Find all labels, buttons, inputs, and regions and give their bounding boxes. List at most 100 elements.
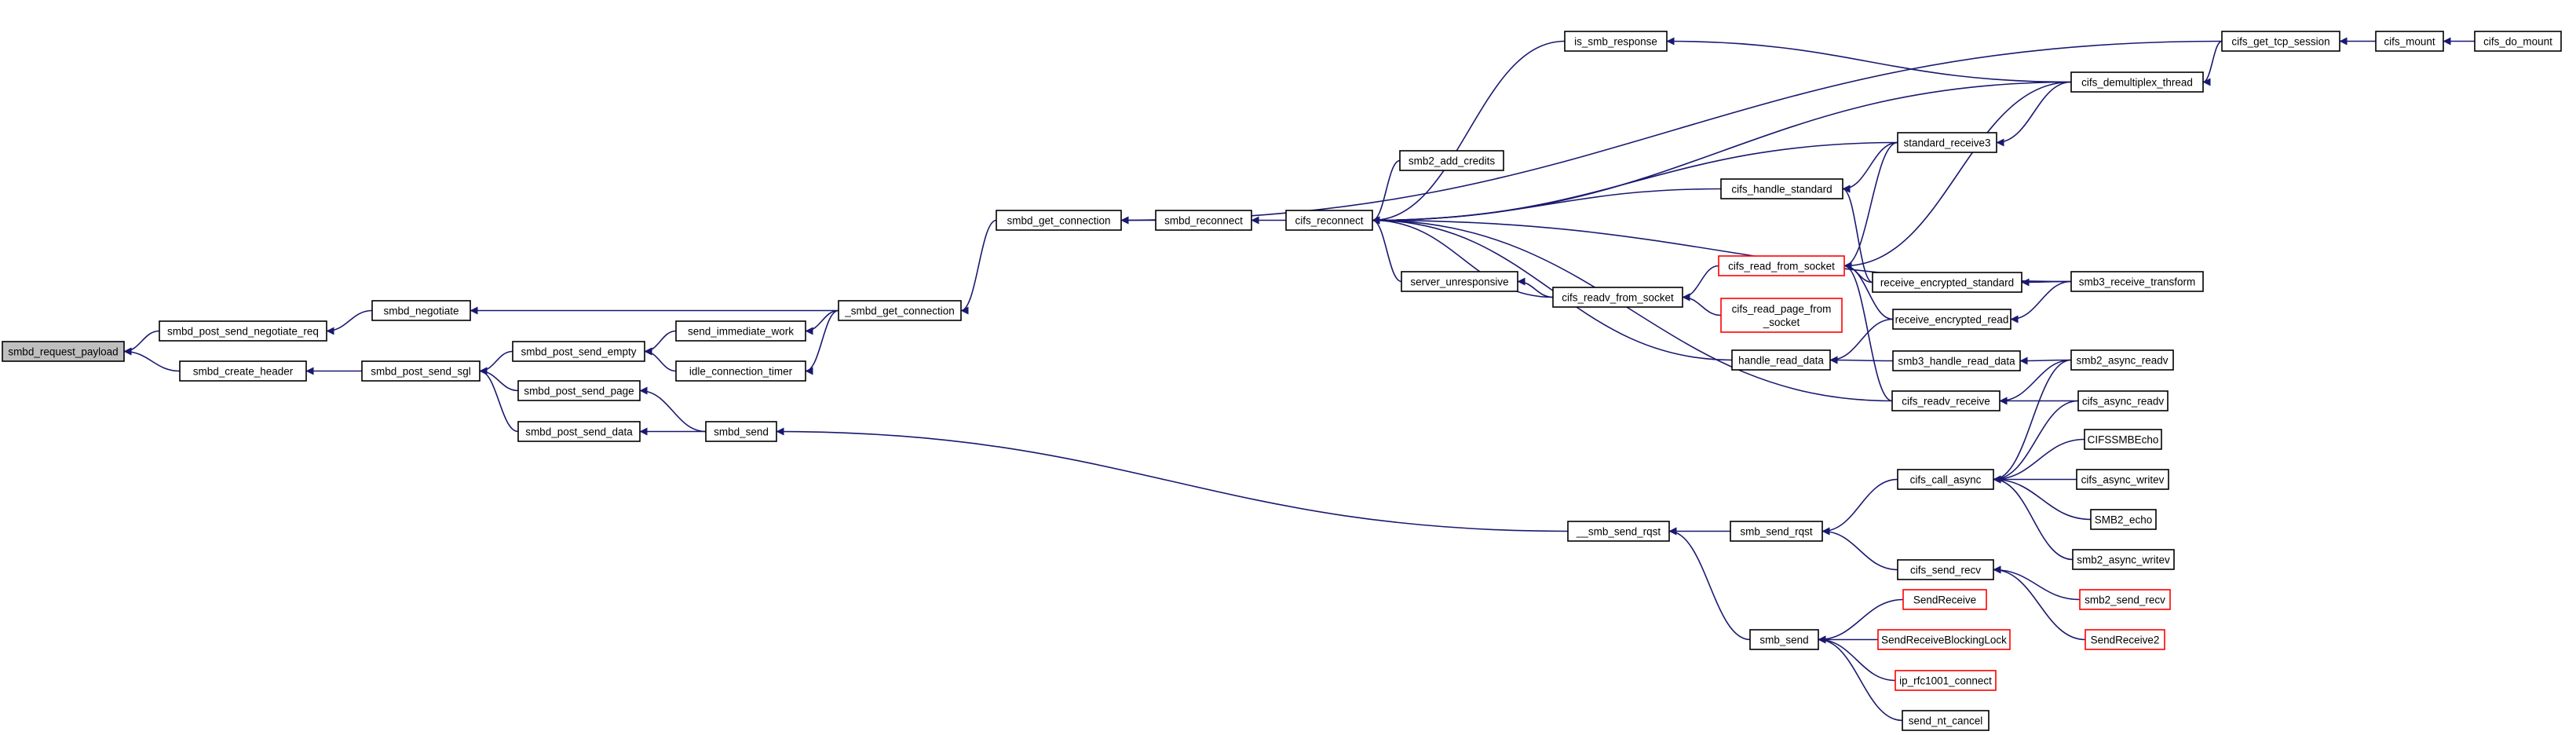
- node-cifs_reconnect[interactable]: cifs_reconnect: [1285, 210, 1373, 231]
- edge-SMB2_echo-to-cifs_call_async: [1993, 475, 2092, 521]
- node-label: SendReceive2: [2091, 634, 2160, 646]
- node-handle_read_data[interactable]: handle_read_data: [1731, 349, 1831, 371]
- node-box: [1718, 255, 1845, 276]
- node-smbd_post_send_empty[interactable]: smbd_post_send_empty: [512, 341, 645, 362]
- node-label: smb2_async_writev: [2077, 554, 2170, 566]
- edge-__smb_send_rqst-to-smbd_send: [776, 427, 1569, 532]
- edge-cifs_handle_standard-to-cifs_reconnect: [1372, 188, 1722, 225]
- edge-smbd_post_send_data-to-smbd_post_send_sgl: [479, 367, 519, 433]
- node-box: [1720, 178, 1843, 199]
- node-_smbd_get_connection[interactable]: _smbd_get_connection: [838, 300, 962, 321]
- node-label: CIFSSMBEcho: [2088, 434, 2159, 446]
- node-send_nt_cancel[interactable]: send_nt_cancel: [1902, 710, 1990, 731]
- node-smbd_create_header[interactable]: smbd_create_header: [179, 360, 307, 382]
- node-smb_send_rqst[interactable]: smb_send_rqst: [1730, 521, 1823, 542]
- node-smbd_post_send_data[interactable]: smbd_post_send_data: [517, 421, 641, 442]
- node-box: [1897, 559, 1994, 580]
- edge-receive_encrypted_standard-to-cifs_handle_standard: [1842, 185, 1873, 283]
- edge-standard_receive3-to-cifs_read_from_socket: [1843, 141, 1898, 270]
- node-box: [1892, 350, 2021, 371]
- node-label: smbd_post_send_page: [524, 386, 634, 397]
- node-cifs_do_mount[interactable]: cifs_do_mount: [2474, 31, 2562, 52]
- node-box: [1567, 521, 1670, 542]
- node-box: [996, 210, 1122, 231]
- node-label: __smb_send_rqst: [1576, 526, 1661, 538]
- node-SendReceive2[interactable]: SendReceive2: [2085, 629, 2165, 650]
- edge-cifs_demultiplex_thread-to-is_smb_response: [1666, 37, 2072, 83]
- edge-smbd_post_send_empty-to-smbd_post_send_sgl: [479, 350, 513, 375]
- node-label: send_nt_cancel: [1909, 715, 1983, 727]
- node-cifs_readv_receive[interactable]: cifs_readv_receive: [1891, 390, 2001, 411]
- edge-smb3_handle_read_data-to-handle_read_data: [1829, 356, 1894, 364]
- node-CIFSSMBEcho[interactable]: CIFSSMBEcho: [2084, 429, 2162, 450]
- node-label: cifs_async_readv: [2082, 396, 2165, 408]
- node-SMB2_echo[interactable]: SMB2_echo: [2090, 509, 2157, 530]
- node-smb3_receive_transform[interactable]: smb3_receive_transform: [2070, 271, 2204, 292]
- node-cifs_read_page_from_socket[interactable]: cifs_read_page_from_socket: [1720, 298, 1843, 333]
- node-box: [2, 341, 125, 362]
- node-label: receive_encrypted_standard: [1880, 277, 2014, 289]
- node-box: [2375, 31, 2444, 52]
- edge-cifs_send_recv-to-smb_send_rqst: [1821, 527, 1898, 571]
- node-cifs_mount[interactable]: cifs_mount: [2375, 31, 2444, 52]
- node-box: [2070, 71, 2204, 93]
- node-box: [2090, 509, 2157, 530]
- nodes-layer: smbd_request_payloadsmbd_post_send_negot…: [2, 31, 2562, 731]
- node-cifs_send_recv[interactable]: cifs_send_recv: [1897, 559, 1994, 580]
- node-receive_encrypted_standard[interactable]: receive_encrypted_standard: [1872, 272, 2022, 293]
- node-server_unresponsive[interactable]: server_unresponsive: [1401, 271, 1518, 292]
- edge-CIFSSMBEcho-to-cifs_call_async: [1993, 438, 2085, 484]
- node-box: [2221, 31, 2340, 52]
- node-box: [1155, 210, 1252, 231]
- node-smbd_post_send_negotiate_req[interactable]: smbd_post_send_negotiate_req: [159, 320, 327, 342]
- edge-cifs_readv_receive-to-cifs_reconnect: [1372, 216, 1893, 402]
- node-label: smbd_post_send_empty: [521, 346, 636, 358]
- node-cifs_read_from_socket[interactable]: cifs_read_from_socket: [1718, 255, 1845, 276]
- edge-smb_send-to-__smb_send_rqst: [1668, 527, 1751, 641]
- node-smb2_add_credits[interactable]: smb2_add_credits: [1399, 150, 1504, 171]
- node-smbd_get_connection[interactable]: smbd_get_connection: [996, 210, 1122, 231]
- node-cifs_handle_standard[interactable]: cifs_handle_standard: [1720, 178, 1843, 199]
- node-smbd_send[interactable]: smbd_send: [705, 421, 777, 442]
- node-smbd_negotiate[interactable]: smbd_negotiate: [371, 300, 471, 321]
- edge-cifs_read_from_socket-to-cifs_readv_from_socket: [1682, 265, 1719, 302]
- node-label: smb_send_rqst: [1740, 526, 1813, 538]
- node-cifs_get_tcp_session[interactable]: cifs_get_tcp_session: [2221, 31, 2340, 52]
- edge-cifs_readv_from_socket-to-cifs_reconnect: [1372, 216, 1554, 298]
- node-cifs_async_writev[interactable]: cifs_async_writev: [2076, 469, 2169, 490]
- node-cifs_readv_from_socket[interactable]: cifs_readv_from_socket: [1552, 287, 1683, 308]
- node-cifs_async_readv[interactable]: cifs_async_readv: [2077, 390, 2169, 411]
- node-smbd_post_send_page[interactable]: smbd_post_send_page: [517, 380, 641, 401]
- node-cifs_demultiplex_thread[interactable]: cifs_demultiplex_thread: [2070, 71, 2204, 93]
- node-SendReceiveBlockingLock[interactable]: SendReceiveBlockingLock: [1877, 629, 2011, 650]
- node-SendReceive[interactable]: SendReceive: [1902, 589, 1987, 610]
- node-smbd_reconnect[interactable]: smbd_reconnect: [1155, 210, 1252, 231]
- node-smb2_async_writev[interactable]: smb2_async_writev: [2072, 549, 2175, 570]
- node-label: cifs_reconnect: [1295, 215, 1363, 227]
- node-box: [1902, 589, 1987, 610]
- node-smb2_async_readv[interactable]: smb2_async_readv: [2070, 349, 2174, 371]
- node-smb3_handle_read_data[interactable]: smb3_handle_read_data: [1892, 350, 2021, 371]
- node-receive_encrypted_read[interactable]: receive_encrypted_read: [1892, 309, 2011, 330]
- node-label: smbd_get_connection: [1007, 215, 1110, 227]
- node-box: [2076, 469, 2169, 490]
- edge-SendReceive-to-smb_send: [1818, 598, 1904, 644]
- node-box: [361, 360, 480, 382]
- edge-smb2_async_readv-to-cifs_readv_receive: [1999, 359, 2072, 405]
- node-label: cifs_demultiplex_thread: [2081, 77, 2193, 89]
- node-__smb_send_rqst[interactable]: __smb_send_rqst: [1567, 521, 1670, 542]
- node-cifs_call_async[interactable]: cifs_call_async: [1897, 469, 1994, 490]
- node-label: smb3_handle_read_data: [1898, 356, 2015, 368]
- node-is_smb_response[interactable]: is_smb_response: [1564, 31, 1668, 52]
- node-label: cifs_do_mount: [2483, 36, 2552, 48]
- node-send_immediate_work[interactable]: send_immediate_work: [675, 320, 806, 342]
- edge-server_unresponsive-to-cifs_reconnect: [1372, 216, 1402, 283]
- node-smb2_send_recv[interactable]: smb2_send_recv: [2079, 589, 2171, 610]
- node-label: cifs_call_async: [1910, 474, 1982, 486]
- node-smb_send[interactable]: smb_send: [1749, 629, 1819, 650]
- node-ip_rfc1001_connect[interactable]: ip_rfc1001_connect: [1895, 670, 1997, 691]
- node-box: [675, 360, 806, 382]
- node-smbd_post_send_sgl[interactable]: smbd_post_send_sgl: [361, 360, 480, 382]
- node-idle_connection_timer[interactable]: idle_connection_timer: [675, 360, 806, 382]
- node-standard_receive3[interactable]: standard_receive3: [1897, 132, 1997, 153]
